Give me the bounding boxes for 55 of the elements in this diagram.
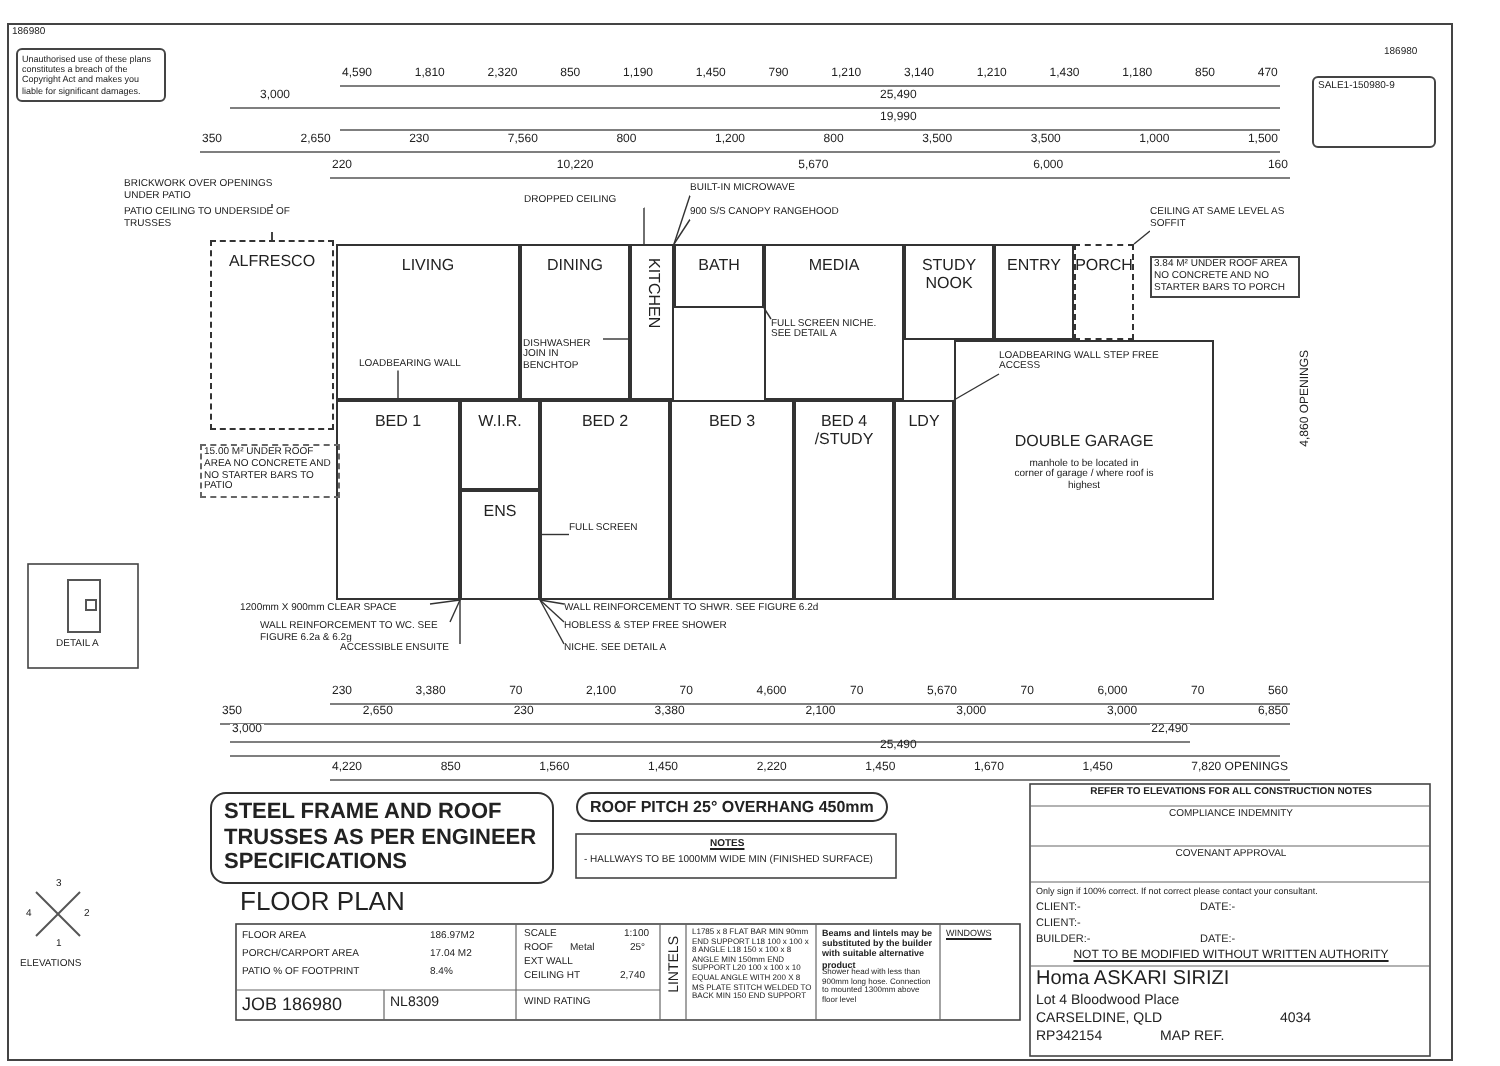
room-name: LDY (908, 414, 940, 432)
room-outline (674, 244, 764, 308)
leader-line (397, 369, 399, 401)
drawing-title: FLOOR PLAN (240, 888, 405, 918)
room-name: ALFRESCO (228, 254, 316, 272)
room-name: KITCHEN (643, 258, 661, 329)
room-name: W.I.R. (478, 414, 522, 432)
room-name: DINING (547, 258, 603, 276)
room-outline (460, 400, 540, 490)
leader-line (673, 218, 691, 245)
room-name: ENS (483, 504, 517, 522)
leader-line (449, 599, 461, 623)
leader-line (643, 206, 645, 245)
room-name: STUDY NOOK (919, 258, 979, 294)
leader-line (459, 599, 461, 645)
leader-line (429, 599, 461, 605)
room-name: ENTRY (1007, 258, 1061, 276)
room-name: MEDIA (808, 258, 860, 276)
room-name: BED 4 /STUDY (812, 414, 876, 450)
room-outline (630, 244, 674, 400)
room-name: BED 1 (374, 414, 422, 432)
room-outline (670, 400, 794, 600)
leader-line (539, 599, 565, 623)
room-outline (336, 244, 520, 400)
room-name: BED 3 (708, 414, 756, 432)
room-name: BED 2 (581, 414, 629, 432)
leader-line (539, 599, 565, 645)
room-name: LIVING (401, 258, 455, 276)
room-outline (1074, 244, 1134, 340)
specification-note: STEEL FRAME AND ROOF TRUSSES AS PER ENGINEER SPECIFICATIONS (210, 792, 554, 884)
room-outline (764, 244, 904, 400)
room-outline (520, 244, 630, 400)
room-outline (336, 400, 460, 600)
room-name: DOUBLE GARAGE (1014, 434, 1154, 452)
room-outline (894, 400, 954, 600)
leader-line (271, 230, 273, 241)
room-outline (540, 400, 670, 600)
room-name: BATH (698, 258, 740, 276)
leader-line (953, 373, 1000, 401)
leader-line (673, 194, 691, 245)
room-outline (994, 244, 1074, 340)
room-outline (904, 244, 994, 340)
room-outline (794, 400, 894, 600)
client-name: Homa ASKARI SIRIZI (1036, 968, 1230, 991)
leader-line (539, 533, 570, 536)
room-name: PORCH (1075, 258, 1133, 276)
leader-line (602, 338, 631, 340)
leader-line (1133, 230, 1151, 245)
leader-line (763, 307, 772, 320)
room-outline (460, 490, 540, 600)
specification-note: ROOF PITCH 25° OVERHANG 450mm (576, 792, 888, 823)
room-outline (954, 340, 1214, 600)
leader-line (539, 599, 565, 605)
job-number: JOB 186980 (242, 994, 343, 1015)
room-outline (210, 240, 334, 430)
